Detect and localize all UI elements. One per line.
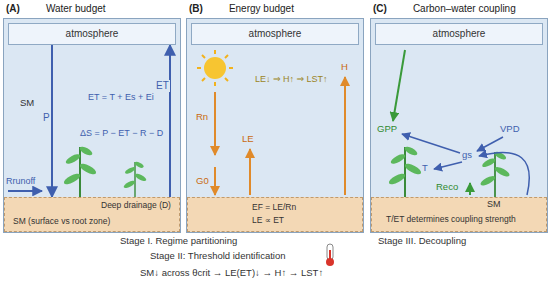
flux-arrow (51, 45, 53, 197)
flux-label: Reco (436, 182, 458, 193)
stomatal-arrows (402, 134, 529, 195)
equation: ΔS = P − ET − R − D (80, 128, 163, 138)
energy-flux-arrows (215, 77, 345, 195)
soil-label: Deep drainage (D) (101, 201, 171, 211)
variable-label: gs (462, 150, 472, 161)
sun-icon (197, 50, 233, 86)
band-label: atmosphere (249, 28, 302, 40)
flux-label: H (341, 62, 348, 73)
panel: (B)Energy budgetatmosphereEF = LE/RnLE ∝… (186, 18, 364, 233)
panel-title: Water budget (46, 3, 106, 15)
runoff-arrow (8, 191, 42, 192)
band-label: atmosphere (66, 28, 119, 40)
panel-letter: (A) (6, 3, 20, 15)
flux-label: T (422, 163, 428, 174)
panel: (A)Water budgetatmosphereDeep drainage (… (3, 18, 181, 233)
panel-heading: (C) Carbon–water coupling (373, 3, 516, 15)
soil-label: T/ET determines coupling strength (386, 215, 516, 225)
chain-note: LE↓ ⇒ H↑ ⇒ LST↑ (255, 74, 328, 84)
plant-icon (62, 145, 510, 197)
edge-label: P (42, 112, 51, 124)
soil-label: EF = LE/Rn (252, 203, 296, 213)
stage-label: Stage II: Threshold identification (150, 251, 286, 262)
variable-label: SM (20, 98, 34, 109)
stage-note: SM↓ across θcrit → LE(ET)↓ → H↑ → LST↑ (140, 268, 323, 279)
flux-label: LE (242, 134, 254, 145)
panel-heading: (B) Energy budget (189, 3, 294, 15)
variable-label: SM (487, 199, 501, 209)
flux-label: Rn (196, 112, 208, 123)
variable-label: VPD (500, 124, 520, 135)
flux-label: GPP (377, 124, 397, 135)
panel-heading: (A) Water budget (6, 3, 106, 15)
atmosphere-band: atmosphere (375, 23, 543, 45)
equation: ET = T + Es + Ei (88, 92, 154, 102)
soil-band: T/ET determines coupling strength (371, 197, 547, 232)
panel-letter: (B) (189, 3, 203, 15)
flux-label: G0 (196, 176, 209, 187)
soil-label: LE ∝ ET (252, 216, 284, 226)
soil-band: Deep drainage (D) SM (surface vs root zon… (4, 197, 180, 232)
stage-label: Stage I. Regime partitioning (120, 236, 237, 247)
panel-ground (3, 18, 548, 233)
flux-label: Rrunoff (6, 176, 35, 186)
flux-arrow (169, 45, 171, 197)
soil-label: SM (surface vs root zone) (13, 217, 110, 227)
band-label: atmosphere (433, 28, 486, 40)
edge-label: ET (155, 80, 170, 92)
thermometer-icon (326, 244, 334, 266)
panel-title: Energy budget (229, 3, 294, 15)
atmosphere-band: atmosphere (8, 23, 176, 45)
soil-band: EF = LE/Rn LE ∝ ET (187, 197, 363, 232)
carbon-arrows (393, 50, 470, 195)
panel-letter: (C) (373, 3, 387, 15)
stage-label: Stage III. Decoupling (378, 236, 466, 247)
panel-title: Carbon–water coupling (413, 3, 516, 15)
atmosphere-band: atmosphere (191, 23, 359, 45)
